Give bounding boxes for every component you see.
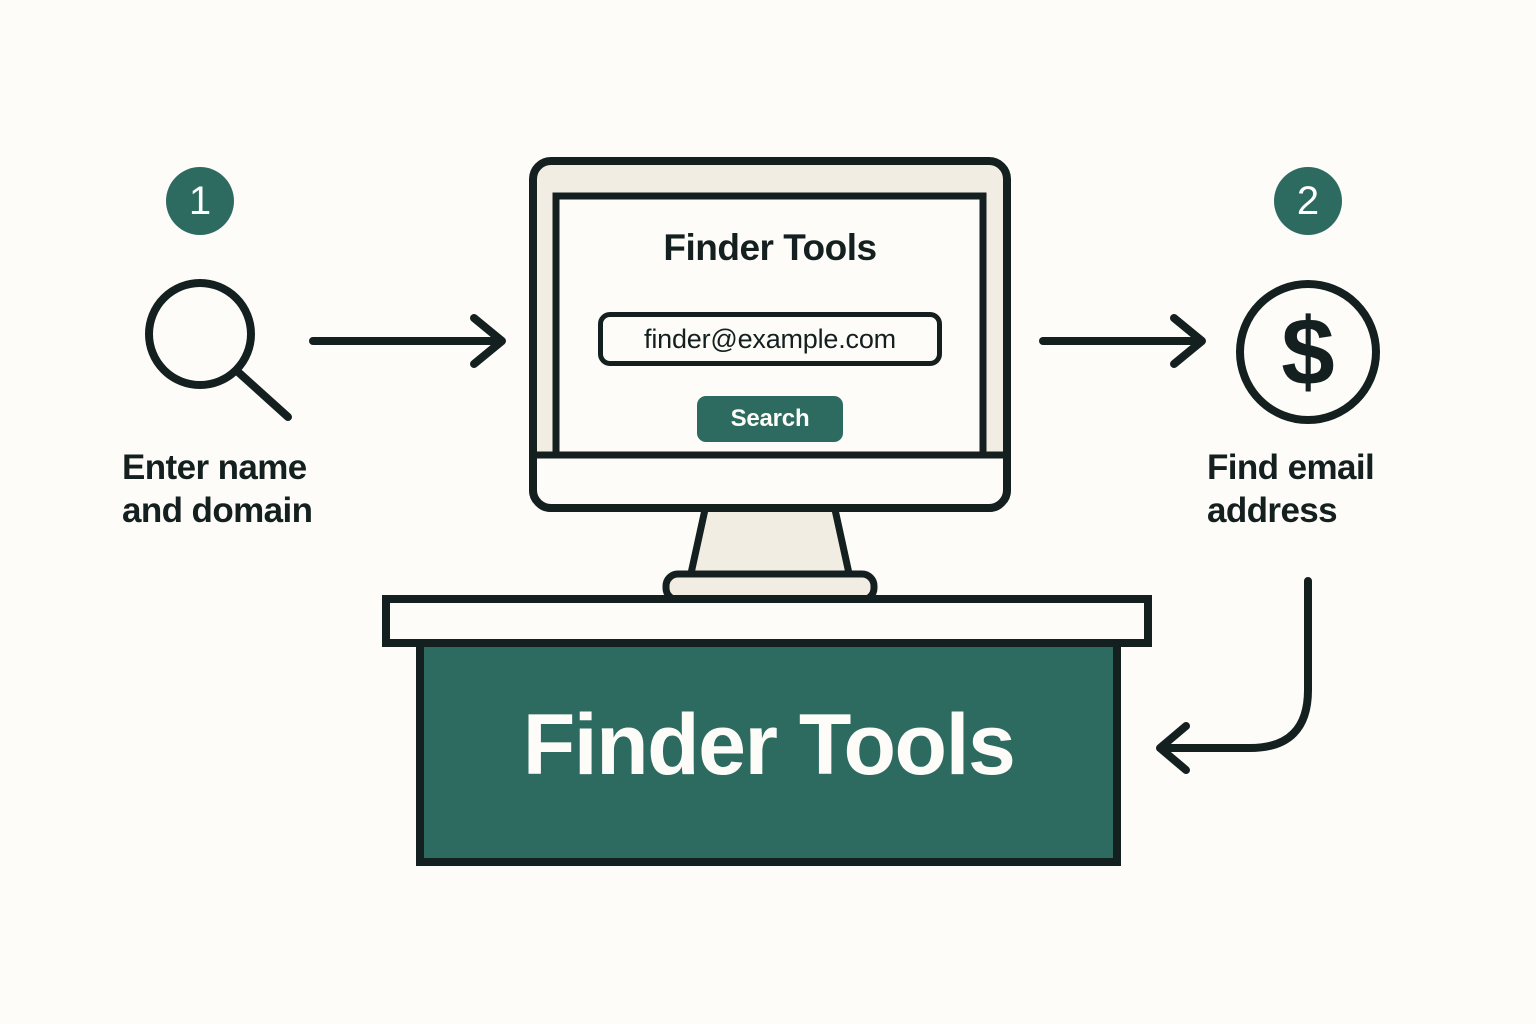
step-1-number: 1 — [188, 179, 212, 223]
step-1-caption-line1: Enter name — [122, 448, 307, 487]
step-1-caption: Enter name and domain — [122, 447, 422, 532]
search-button[interactable]: Search — [697, 396, 843, 442]
monitor-stand-neck — [686, 501, 854, 582]
step-2-badge: 2 — [1274, 167, 1342, 235]
email-input[interactable]: finder@example.com — [598, 312, 942, 366]
desk-top-shelf — [382, 595, 1152, 647]
magnifier-icon — [145, 279, 292, 421]
step-1-badge: 1 — [166, 167, 234, 235]
step-2-caption: Find email address — [1207, 447, 1507, 532]
arrow-step2-to-desk-icon — [1156, 577, 1312, 774]
step-1-caption-line2: and domain — [122, 490, 313, 530]
svg-text:$: $ — [1281, 299, 1334, 406]
step-2-caption-line1: Find email — [1207, 448, 1375, 487]
step-2-caption-line2: address — [1207, 490, 1338, 530]
dollar-circle-icon: $ — [1236, 280, 1380, 424]
desk-sign-label: Finder Tools — [522, 697, 1016, 793]
desk-front-panel — [416, 636, 1121, 866]
app-title: Finder Tools — [663, 227, 877, 268]
arrow-step1-to-monitor-icon — [309, 314, 506, 368]
step-2-number: 2 — [1296, 179, 1320, 223]
arrow-monitor-to-step2-icon — [1039, 314, 1206, 368]
desk-graphic — [382, 595, 1152, 866]
